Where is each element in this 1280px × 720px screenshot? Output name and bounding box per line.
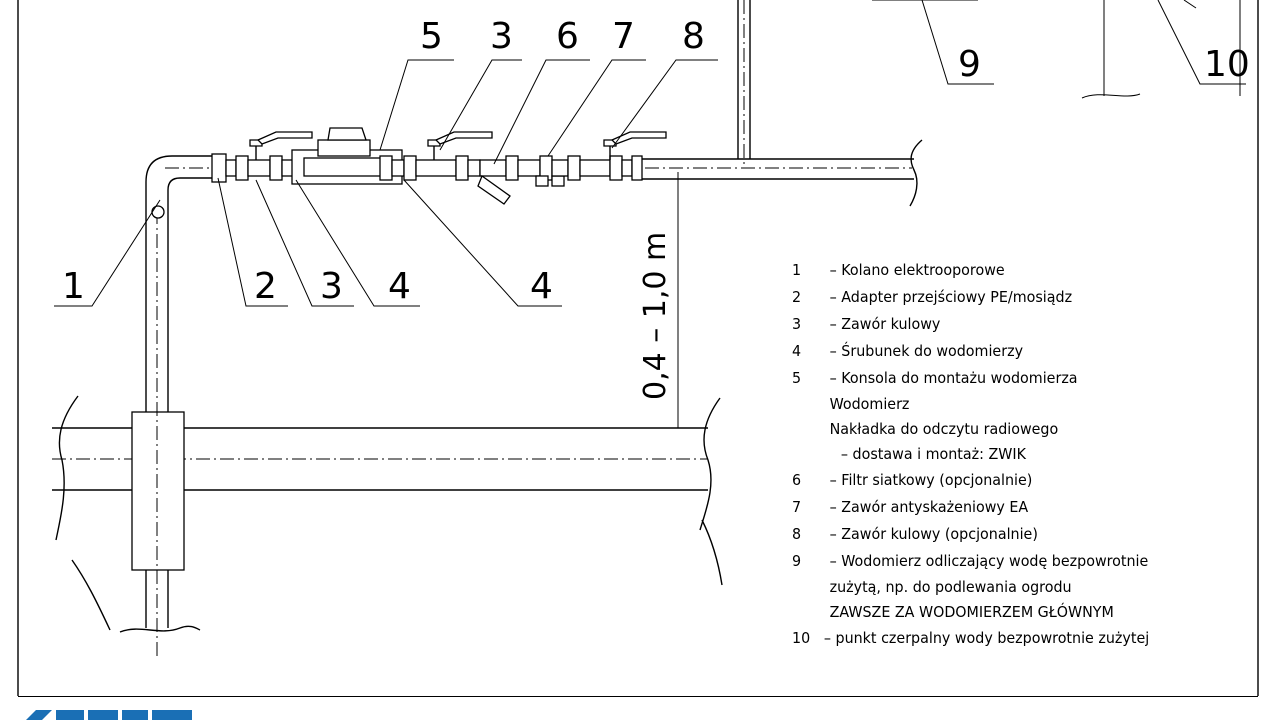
legend-text: – punkt czerpalny wody bezpowrotnie zuży…	[823, 628, 1150, 647]
callout-3-top: 3	[490, 16, 513, 57]
legend-number: 2	[792, 287, 802, 306]
elbow-port	[151, 205, 165, 219]
legend-row: Wodomierz	[792, 391, 1149, 416]
legend-text: ZAWSZE ZA WODOMIERZEM GŁÓWNYM	[829, 602, 1114, 621]
dimension-label: 0,4 – 1,0 m	[638, 232, 673, 400]
callout-9: 9	[958, 44, 981, 85]
legend-number: 8	[792, 524, 802, 543]
callout-2: 2	[254, 266, 277, 307]
legend-row: zużytą, np. do podlewania ogrodu	[792, 574, 1149, 599]
valve-handles	[249, 131, 667, 160]
legend-row: 8 – Zawór kulowy (opcjonalnie)	[792, 520, 1149, 547]
legend-number: 3	[792, 314, 802, 333]
callout-10: 10	[1204, 44, 1250, 85]
legend-row: Nakładka do odczytu radiowego	[792, 416, 1149, 441]
legend-number: 1	[792, 260, 802, 279]
radio-reader	[327, 127, 367, 141]
leader-lines	[54, 0, 1246, 307]
legend-row: 1 – Kolano elektrooporowe	[792, 256, 1149, 283]
legend-row: 5 – Konsola do montażu wodomierza	[792, 364, 1149, 391]
title-block-border	[18, 696, 1258, 697]
outlet-pipe	[638, 0, 923, 207]
legend-text: – dostawa i montaż: ZWIK	[840, 444, 1026, 463]
callout-4-right: 4	[530, 266, 553, 307]
legend-text: Wodomierz	[829, 394, 910, 413]
legend-number: 10	[792, 628, 811, 647]
legend-row: 6 – Filtr siatkowy (opcjonalnie)	[792, 466, 1149, 493]
callout-4-left: 4	[388, 266, 411, 307]
legend-number: 5	[792, 368, 802, 387]
legend-row: – dostawa i montaż: ZWIK	[792, 441, 1149, 466]
legend-number: 6	[792, 470, 802, 489]
legend-number: 9	[792, 551, 802, 570]
legend-text: – Kolano elektrooporowe	[829, 260, 1005, 279]
legend-text: – Konsola do montażu wodomierza	[829, 368, 1078, 387]
legend-text: – Adapter przejściowy PE/mosiądz	[829, 287, 1073, 306]
fittings-row	[211, 127, 643, 205]
callout-8: 8	[682, 16, 705, 57]
legend-text: – Zawór kulowy	[829, 314, 941, 333]
legend-text: – Filtr siatkowy (opcjonalnie)	[829, 470, 1033, 489]
legend-row: 4 – Śrubunek do wodomierzy	[792, 337, 1149, 364]
strainer-leg	[477, 174, 511, 205]
callout-1: 1	[62, 266, 85, 307]
callout-3-bottom: 3	[320, 266, 343, 307]
legend-row: 9 – Wodomierz odliczający wodę bezpowrotn…	[792, 547, 1149, 574]
legend-row: 3 – Zawór kulowy	[792, 310, 1149, 337]
callout-6: 6	[556, 16, 579, 57]
company-logo	[26, 704, 194, 720]
legend-text: – Zawór antyskażeniowy EA	[829, 497, 1029, 516]
legend-text: – Śrubunek do wodomierzy	[829, 341, 1024, 360]
legend-row: 10 – punkt czerpalny wody bezpowrotnie zu…	[792, 624, 1149, 651]
water-meter	[317, 139, 371, 157]
legend-text: – Wodomierz odliczający wodę bezpowrotni…	[829, 551, 1149, 570]
callout-5: 5	[420, 16, 443, 57]
legend-row: 7 – Zawór antyskażeniowy EA	[792, 493, 1149, 520]
legend-text: – Zawór kulowy (opcjonalnie)	[829, 524, 1038, 543]
legend: 1 – Kolano elektrooporowe 2 – Adapter przej…	[792, 256, 1149, 651]
callout-7: 7	[612, 16, 635, 57]
service-pipe	[119, 155, 212, 660]
legend-number: 4	[792, 341, 802, 360]
legend-row: ZAWSZE ZA WODOMIERZEM GŁÓWNYM	[792, 599, 1149, 624]
saddle-clamp	[131, 411, 185, 571]
legend-text: Nakładka do odczytu radiowego	[829, 419, 1059, 438]
legend-row: 2 – Adapter przejściowy PE/mosiądz	[792, 283, 1149, 310]
legend-number: 7	[792, 497, 802, 516]
legend-text: zużytą, np. do podlewania ogrodu	[829, 577, 1072, 596]
